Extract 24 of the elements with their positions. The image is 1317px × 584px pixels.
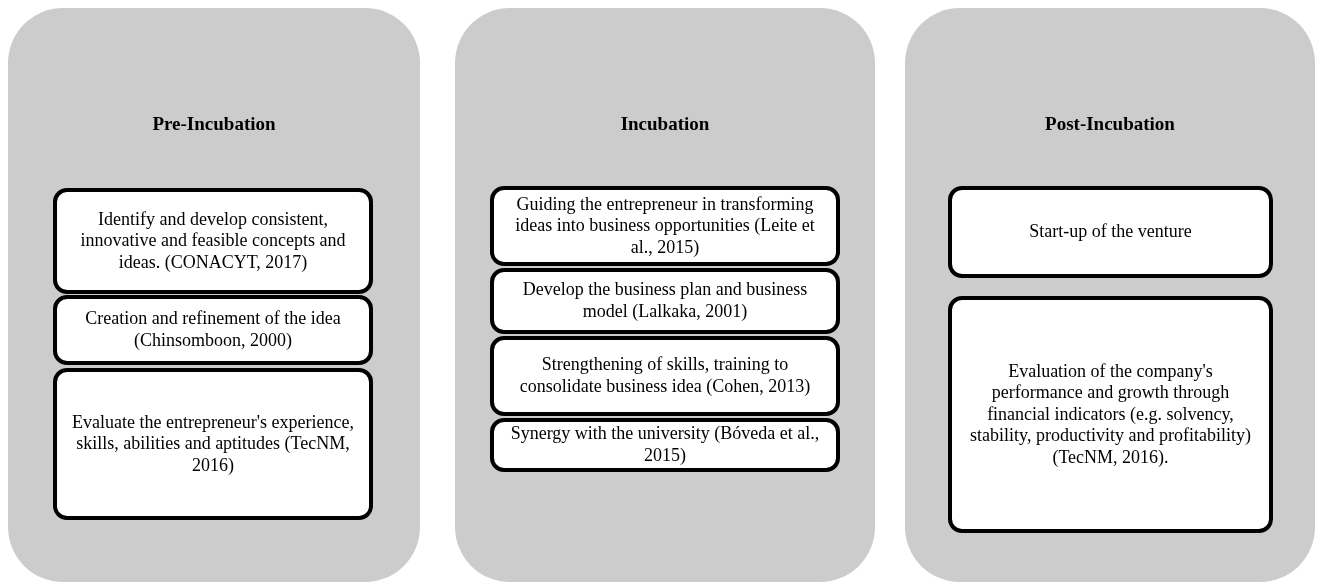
text-box: [53, 368, 373, 520]
box-text: Synergy with the university (Bóveda et al., 2015): [509, 423, 821, 467]
box-text: Evaluation of the company's performance and growth through financial indicators (e.g. solvency, stability, productivity and profitability) (TecNM, 2016).: [969, 360, 1252, 469]
box-text: Develop the business plan and business model (Lalkaka, 2001): [521, 279, 809, 323]
phase-panel: [8, 8, 420, 582]
panel-title: Pre-Incubation: [151, 113, 277, 135]
text-box: [53, 188, 373, 294]
text-box: [53, 295, 373, 365]
text-box: [490, 336, 840, 416]
phase-panel: [455, 8, 875, 582]
text-box: [948, 296, 1273, 533]
panel-title: Incubation: [619, 113, 711, 135]
box-text: Start-up of the venture: [1029, 221, 1192, 243]
box-text: Guiding the entrepreneur in transforming ideas into business opportunities (Leite et al., 2015): [514, 193, 816, 259]
box-text: Creation and refinement of the idea (Chinsomboon, 2000): [84, 308, 342, 352]
phase-panel: [905, 8, 1315, 582]
box-text: Strengthening of skills, training to consolidate business idea (Cohen, 2013): [518, 354, 812, 398]
text-box: [490, 186, 840, 266]
text-box: [490, 268, 840, 334]
panel-title: Post-Incubation: [1044, 113, 1176, 135]
box-text: Evaluate the entrepreneur's experience, skills, abilities and aptitudes (TecNM, 2016): [70, 411, 356, 477]
text-box: [948, 186, 1273, 278]
text-box: [490, 418, 840, 472]
box-text: Identify and develop consistent, innovative and feasible concepts and ideas. (CONACYT, 2017): [79, 208, 347, 274]
